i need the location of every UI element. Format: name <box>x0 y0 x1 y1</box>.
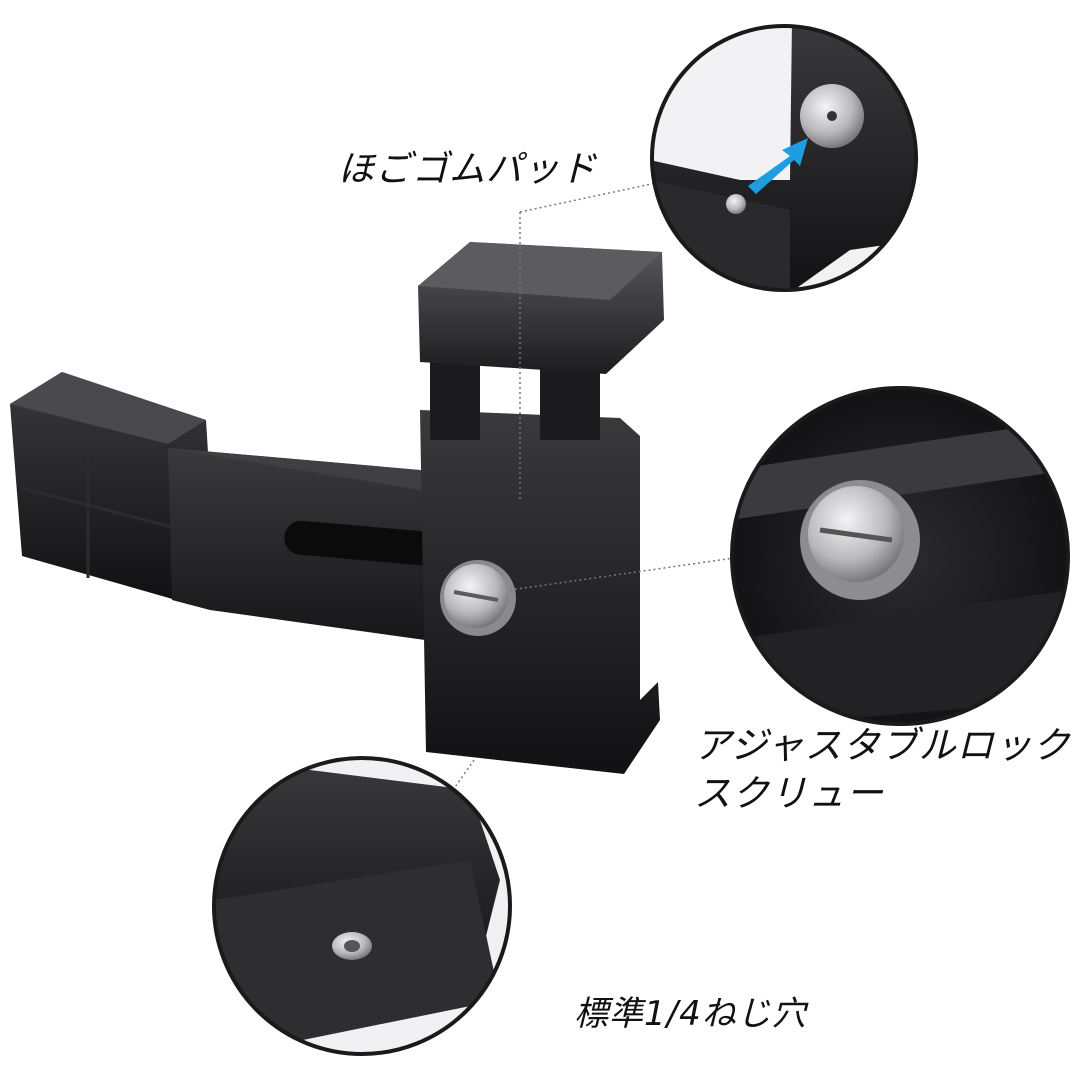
arrow-icon <box>748 138 808 194</box>
lock-screw-label-line2: スクリュー <box>694 772 884 815</box>
right-clamp <box>418 242 664 774</box>
thread-hole-label: 標準1/4ねじ穴 <box>574 994 807 1034</box>
lock-screw-detail-circle <box>730 386 1070 726</box>
lock-screw <box>440 560 516 636</box>
lock-screw-label-line1: アジャスタブルロック <box>694 724 1071 767</box>
lock-screw-label: アジャスタブルロック スクリュー <box>694 722 1071 818</box>
rubber-pad-detail-circle <box>650 24 918 292</box>
leader-lines <box>389 179 805 881</box>
left-clamp <box>10 372 216 600</box>
rubber-pad-label: ほごゴムパッド <box>338 149 598 190</box>
thread-hole-detail-circle <box>212 756 512 1056</box>
